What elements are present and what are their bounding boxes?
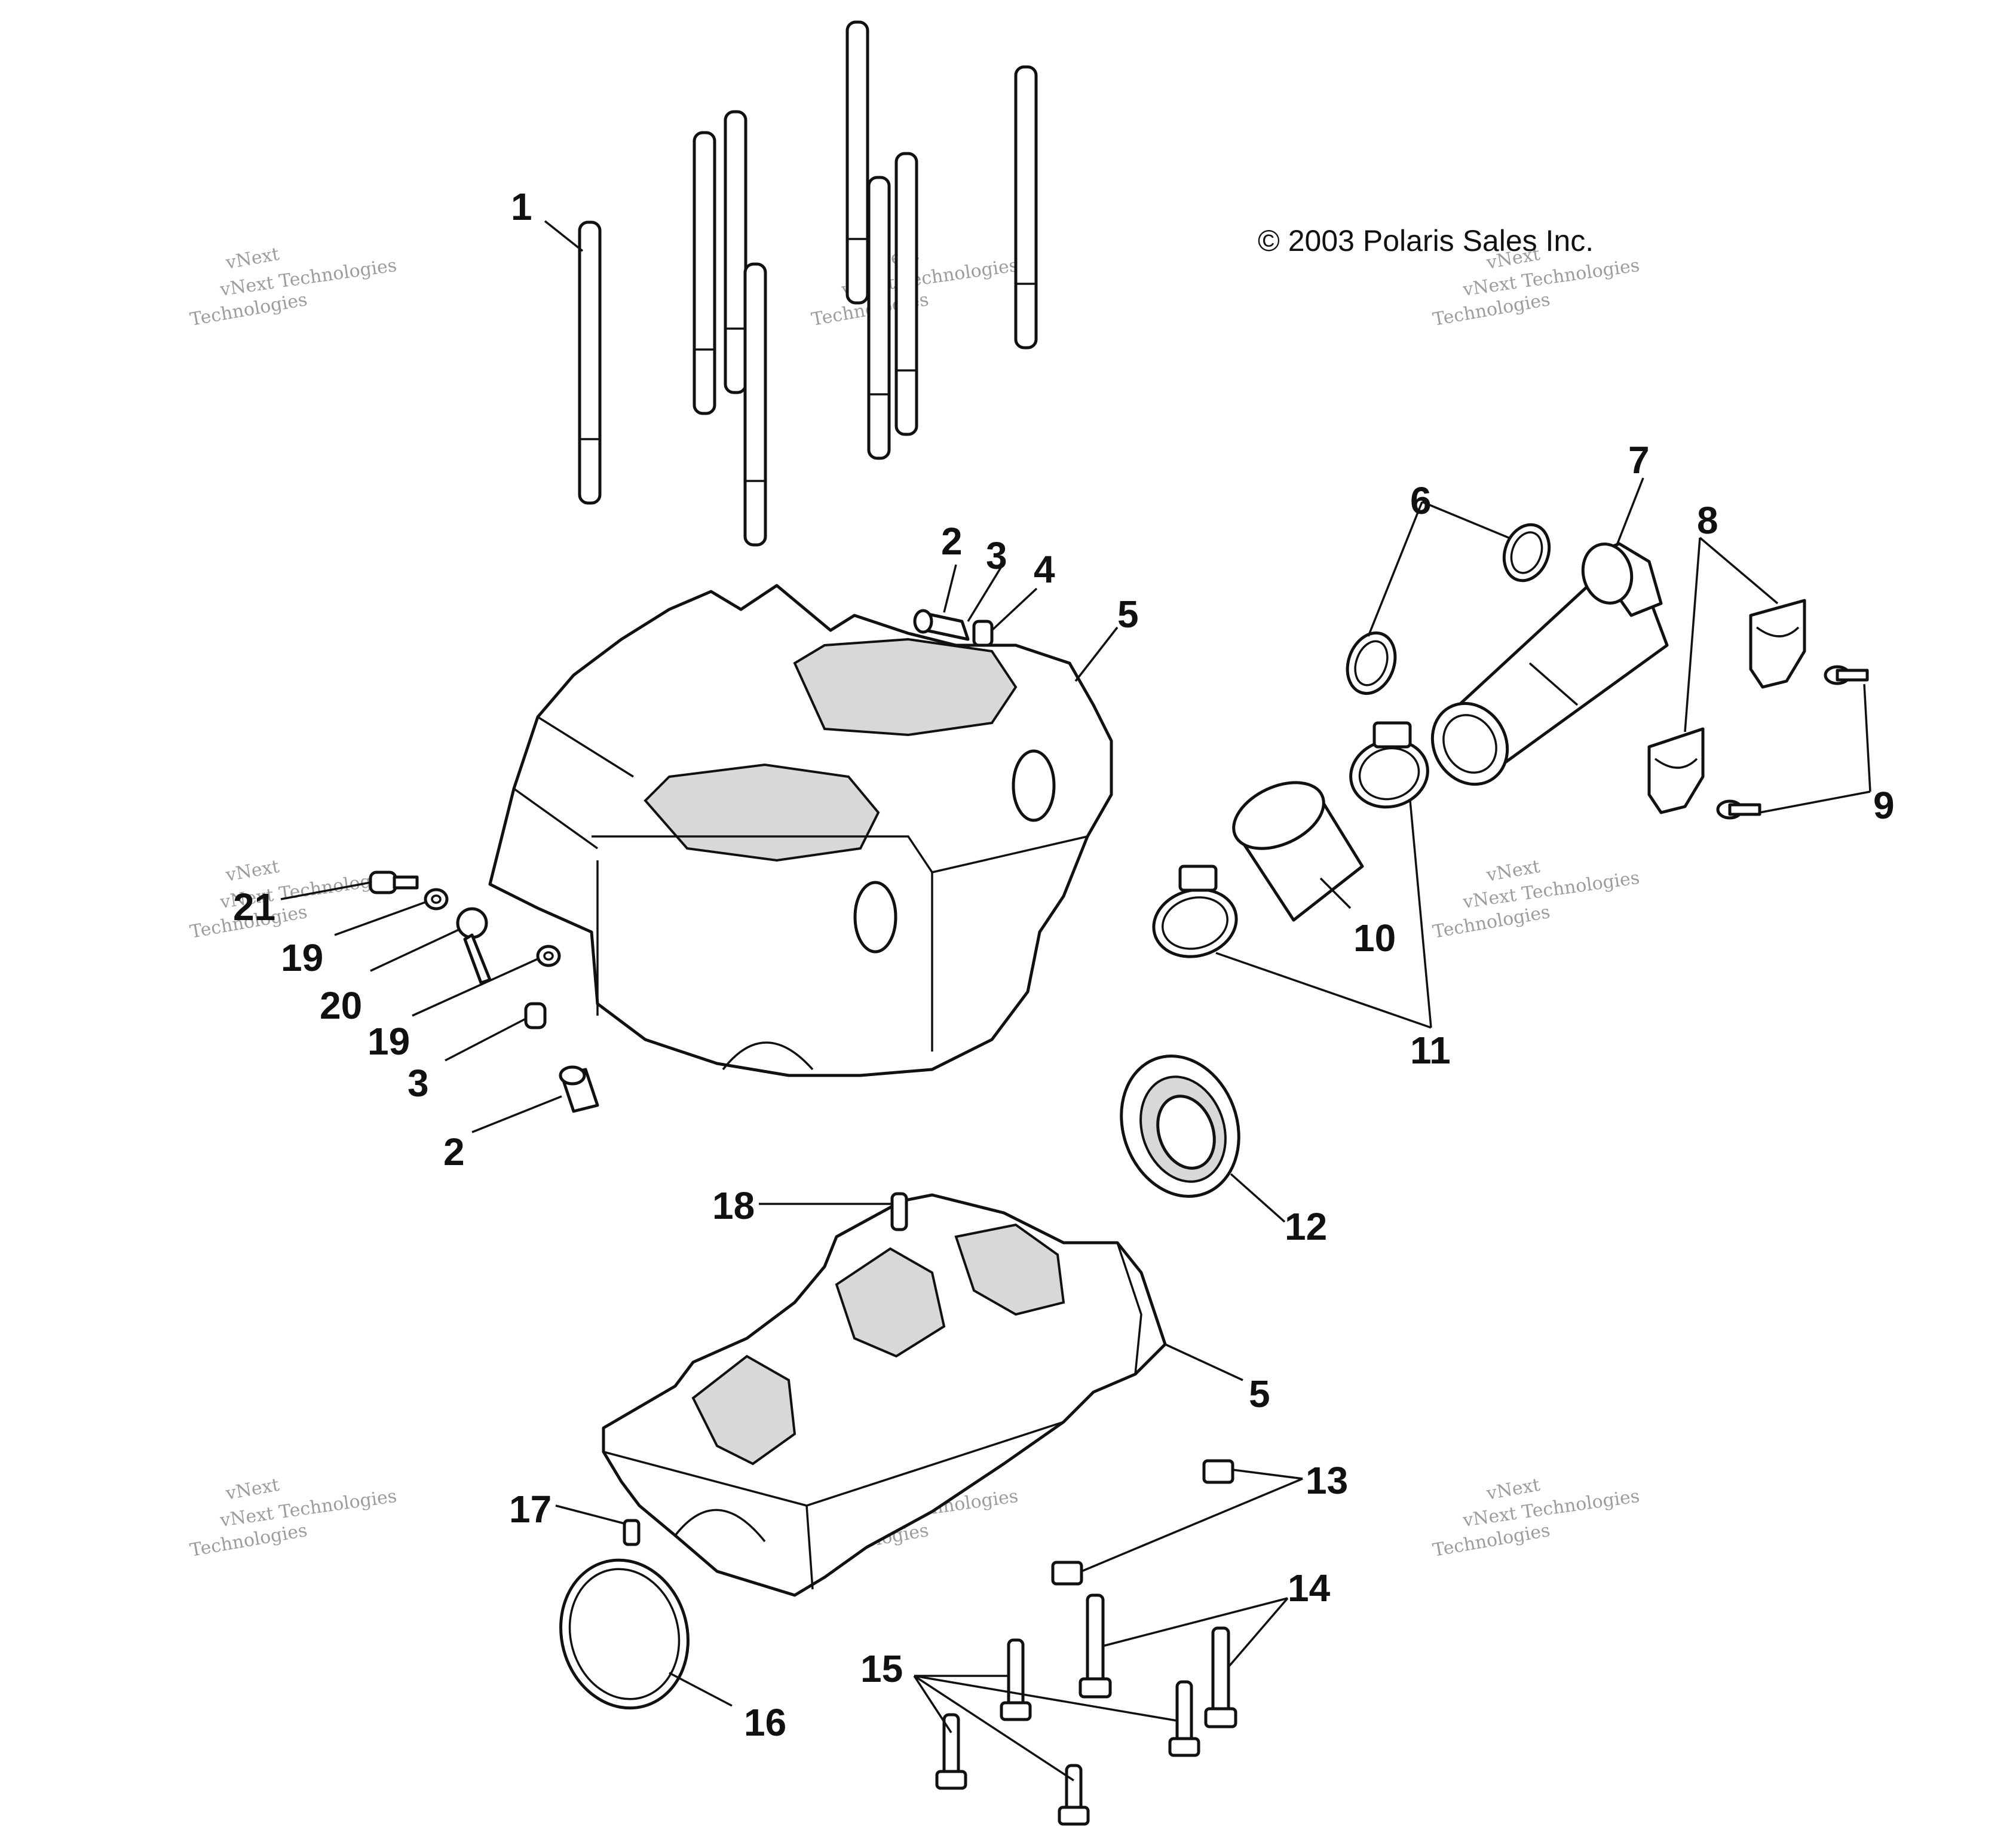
callout-7: 7 xyxy=(1628,439,1650,482)
callout-1: 1 xyxy=(511,185,532,228)
part-21-screw-small xyxy=(369,871,419,894)
stud xyxy=(578,220,602,505)
callout-16: 16 xyxy=(744,1701,786,1744)
part-15-flange-bolts-short xyxy=(935,1638,1200,1826)
part-1-long-studs xyxy=(578,20,1038,547)
stud xyxy=(1014,65,1038,350)
part-10-hose xyxy=(1232,781,1364,922)
callout-4: 4 xyxy=(1034,548,1055,591)
watermark-text: vNext xyxy=(223,856,281,886)
callout-3-lower: 3 xyxy=(408,1062,429,1105)
callout-20: 20 xyxy=(320,984,362,1027)
callout-2-lower: 2 xyxy=(443,1130,465,1173)
callout-15: 15 xyxy=(860,1647,903,1690)
part-16-retaining-ring xyxy=(559,1558,690,1710)
callout-6: 6 xyxy=(1410,479,1432,522)
part-6-o-rings xyxy=(1346,523,1551,695)
part-5-upper-crankcase xyxy=(488,584,1113,1077)
part-8-clamp-brackets xyxy=(1647,599,1806,814)
part-9-screws xyxy=(1716,665,1869,820)
leader-lines xyxy=(280,220,1871,1782)
watermark-mid-right: vNext vNext Technologies Technologies xyxy=(1431,856,1641,943)
stud xyxy=(743,262,767,547)
watermark-text: vNext xyxy=(223,1475,281,1504)
copyright-notice: © 2003 Polaris Sales Inc. xyxy=(1258,224,1594,258)
part-4-plug-top xyxy=(972,620,994,647)
part-2-dowel-pin-lower xyxy=(559,1065,599,1113)
part-7-coolant-elbow-tube xyxy=(1430,542,1669,786)
callout-11: 11 xyxy=(1410,1029,1451,1072)
callout-5-top: 5 xyxy=(1117,593,1139,636)
part-13-plugs xyxy=(1051,1459,1234,1586)
stud xyxy=(693,131,716,415)
callout-12: 12 xyxy=(1285,1205,1327,1248)
part-19-washer xyxy=(424,888,449,911)
part-18-pin-upper xyxy=(890,1192,908,1231)
callout-3-top: 3 xyxy=(986,534,1007,577)
part-19-washer-lower xyxy=(536,945,561,967)
part-20-fitting xyxy=(456,907,492,985)
callout-13: 13 xyxy=(1306,1459,1348,1502)
callout-17: 17 xyxy=(509,1488,552,1531)
callout-5-lower: 5 xyxy=(1249,1372,1270,1415)
callout-2-top: 2 xyxy=(941,520,963,563)
stud xyxy=(845,20,869,305)
callout-8: 8 xyxy=(1697,499,1718,542)
callout-19-upper: 19 xyxy=(281,936,323,979)
part-14-flange-bolts-long xyxy=(1079,1593,1237,1728)
callout-10: 10 xyxy=(1353,917,1396,960)
watermark-bottom-left: vNext vNext Technologies Technologies xyxy=(188,1475,398,1561)
part-12-crank-seal xyxy=(1120,1055,1240,1198)
watermark-text: vNext xyxy=(223,244,281,274)
part-5-lower-crankcase xyxy=(602,1193,1167,1597)
callout-9: 9 xyxy=(1873,784,1895,827)
stud xyxy=(724,110,747,394)
stud xyxy=(894,152,918,436)
part-17-stud-lower xyxy=(623,1519,641,1546)
watermark-top-left: vNext vNext Technologies Technologies xyxy=(188,244,398,330)
watermark-bottom-right: vNext vNext Technologies Technologies xyxy=(1431,1475,1641,1561)
part-3-bushing-lower xyxy=(524,1002,547,1029)
part-2-dowel-pin-top xyxy=(913,609,970,641)
callout-labels: 1 2 3 4 5 6 7 8 9 10 11 12 13 14 15 16 1… xyxy=(233,185,1895,1744)
watermark-mid-left: vNext vNext Technologies Technologies xyxy=(188,856,398,943)
callout-19-lower: 19 xyxy=(367,1020,410,1063)
part-11-hose-clamps xyxy=(1152,721,1429,958)
stud xyxy=(867,176,891,460)
callout-18: 18 xyxy=(712,1184,755,1227)
callout-14: 14 xyxy=(1288,1567,1331,1610)
callout-21: 21 xyxy=(233,885,275,928)
